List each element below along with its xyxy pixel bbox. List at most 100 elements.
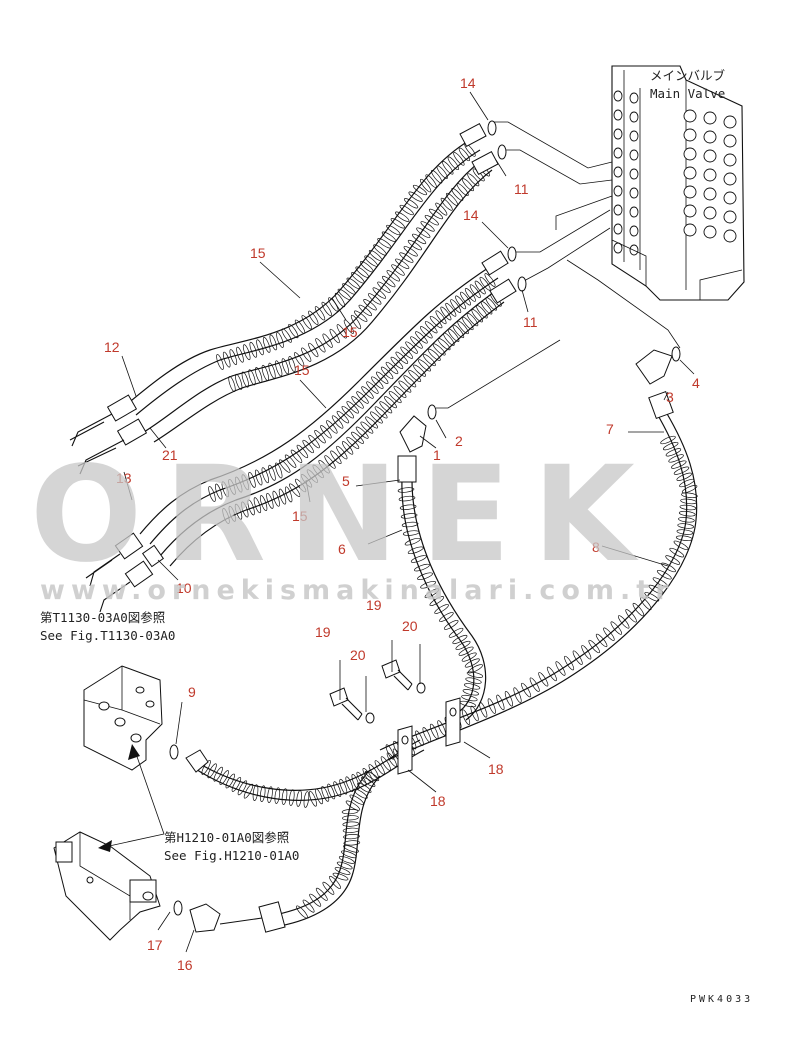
hose-coil: [346, 277, 361, 289]
hose-coil: [343, 834, 360, 840]
hose-coil: [496, 694, 505, 711]
hose-coil: [644, 592, 660, 602]
hose-coil: [364, 255, 378, 267]
hose-coil: [300, 474, 313, 488]
hose-coil: [640, 596, 652, 611]
hose-coil: [424, 321, 438, 334]
hose-coil: [318, 459, 330, 474]
main-valve-label-en: Main Valve: [650, 86, 725, 101]
hose-coil: [467, 173, 480, 187]
valve-port: [703, 130, 717, 144]
hose-coil: [278, 488, 287, 505]
part-number-5: 5: [342, 473, 350, 489]
hose-coil: [225, 773, 235, 789]
hose-coil: [625, 609, 637, 623]
hose-coil: [450, 299, 462, 313]
hose-coil: [322, 881, 335, 895]
hose-coil: [254, 469, 263, 486]
hose-coil: [374, 760, 385, 775]
valve-port: [629, 130, 639, 142]
hose-coil: [386, 224, 401, 236]
part-number-8: 8: [592, 539, 600, 555]
valve-port: [613, 204, 623, 216]
hose-coil: [398, 380, 412, 393]
bolts-washers: [329, 640, 426, 724]
hose-coil: [262, 336, 271, 353]
reference-1-jp: 第T1130-03A0図参照: [40, 610, 165, 625]
hose-coil: [219, 770, 229, 786]
hose-coil: [485, 297, 498, 311]
hose-coil: [457, 320, 469, 335]
hose-coil: [447, 156, 459, 171]
hose-coil: [301, 315, 312, 330]
hose-coil: [415, 730, 424, 746]
hose-coil: [377, 238, 392, 249]
hose-coil: [462, 178, 474, 192]
hose-coil: [395, 258, 410, 270]
hose-coil: [462, 316, 474, 331]
hose-coil: [420, 221, 435, 232]
hose-coil: [361, 386, 374, 399]
hose-coil: [400, 346, 414, 359]
hose-coil: [222, 508, 230, 524]
hose-coil: [474, 280, 486, 295]
hose-coil: [342, 815, 359, 821]
hose-coil: [216, 354, 224, 370]
hose-coil: [327, 783, 336, 800]
part-number-15d: 15: [292, 508, 308, 524]
hose-coil: [445, 302, 457, 317]
part-number-12: 12: [104, 339, 120, 355]
hose-coil: [353, 788, 368, 799]
part-number-7: 7: [606, 421, 614, 437]
part-number-19b: 19: [315, 624, 331, 640]
hose-coil: [278, 459, 291, 473]
hose-coil: [676, 472, 692, 481]
hose-coil: [320, 425, 332, 439]
hose-coil: [350, 314, 362, 330]
part-number-18a: 18: [488, 761, 504, 777]
hose-group-upper: [69, 120, 507, 475]
hose-coil: [668, 454, 684, 463]
valve-port: [613, 90, 623, 102]
hose-coil: [669, 547, 685, 558]
hose-coil: [380, 366, 394, 380]
hose-coil: [381, 231, 397, 242]
valve-port: [703, 225, 717, 239]
hose-coil: [440, 306, 452, 321]
hose-coil: [424, 588, 440, 599]
hose-coil: [455, 640, 471, 650]
hose-coil: [681, 484, 698, 494]
hose-coil: [673, 466, 690, 475]
hose-coil: [321, 301, 332, 317]
hose-coil: [671, 460, 687, 469]
hose-coil: [343, 844, 359, 853]
hose-coil: [399, 252, 414, 263]
hose-bottom: [169, 739, 425, 933]
hose-coil: [448, 627, 464, 638]
hose-coil: [676, 529, 694, 535]
hose-coil: [249, 341, 258, 358]
hose-coil: [281, 358, 289, 375]
hose-coil: [243, 783, 254, 799]
part-number-15b: 15: [342, 324, 358, 340]
hose-coil: [296, 444, 309, 459]
hose-coil: [302, 439, 314, 454]
valve-port: [683, 128, 697, 142]
hose-coil: [366, 381, 379, 394]
hose-coil: [302, 899, 315, 913]
hose-coil: [213, 766, 223, 782]
hose-coil: [337, 288, 352, 301]
hose-coil: [429, 315, 443, 329]
hose-coil: [336, 861, 353, 870]
hose-coil: [328, 297, 339, 312]
hose-coil: [377, 281, 391, 293]
hose-coil: [469, 284, 481, 299]
hose-coil: [419, 326, 433, 339]
hose-coil: [358, 304, 373, 317]
hose-coil: [467, 664, 483, 674]
hose-coil: [471, 309, 483, 323]
hose-coil: [431, 169, 443, 184]
hose-coil: [402, 530, 420, 536]
hose-coil: [351, 272, 365, 284]
hose-coil: [440, 197, 453, 211]
